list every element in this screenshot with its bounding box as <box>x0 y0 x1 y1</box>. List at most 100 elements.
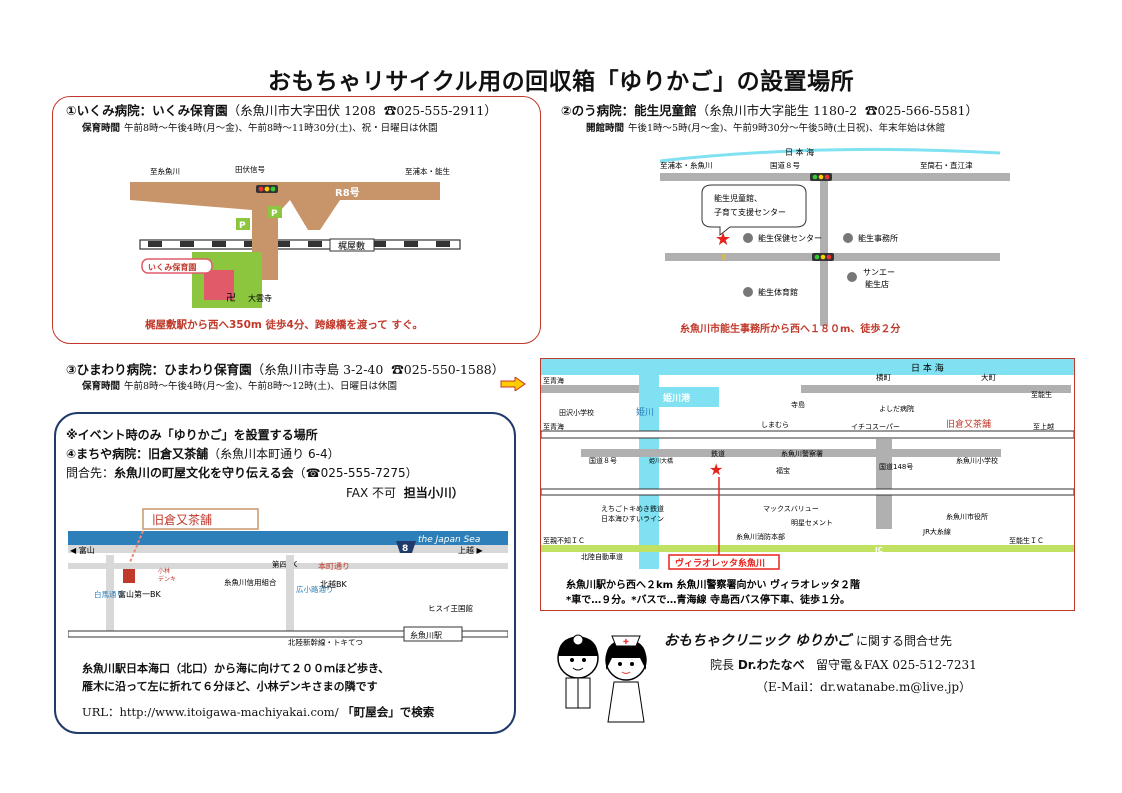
map-caption: 梶屋敷駅から西へ350m 徒歩4分、跨線橋を渡って すぐ。 <box>145 318 423 331</box>
joetsu-label: 至上越 <box>1033 422 1054 431</box>
caption-2: *車で…９分。*バスで…青海線 寺島西バス停下車、徒歩１分。 <box>566 593 850 606</box>
shop-label: 旧倉又茶舗 <box>152 512 212 527</box>
contact-phone: （☎025-555-7275） <box>293 466 418 480</box>
health-dot <box>743 233 753 243</box>
director-name: Dr.わたなべ <box>737 658 805 672</box>
caption-1: 糸魚川駅から西へ２km 糸魚川警察署向かい ヴィラオレッタ２階 <box>566 578 860 591</box>
fax-note: FAX 不可 <box>346 486 397 500</box>
temple-icon: 卍 <box>226 292 236 304</box>
label-right: 至浦本・能生 <box>405 166 450 176</box>
port-label: 姫川港 <box>663 392 691 404</box>
kobayashi-line2: デンキ <box>158 575 176 583</box>
nurse-cross-icon: ✚ <box>623 638 629 646</box>
clinic-email[interactable]: （E-Mail：dr.watanabe.m@live.jp） <box>756 680 972 694</box>
coastline <box>659 147 1001 163</box>
section1-phone: ☎025-555-2911） <box>383 103 497 118</box>
section2-heading: ②のう病院：能生児童館（糸魚川市大字能生 1180-2 ☎025-566-558… <box>561 100 978 119</box>
section1-title: ①いくみ病院：いくみ保育園 <box>66 103 228 118</box>
contact-person: 担当小川） <box>403 486 464 500</box>
coast-road <box>541 385 639 393</box>
section4-line3: FAX 不可 担当小川） <box>346 484 464 501</box>
route8-label: 国道８号 <box>589 456 617 465</box>
section2-hours-text: 午後1時～5時(月～金)、午前9時30分～午後5時(土日祝)、年末年始は休館 <box>628 123 946 134</box>
road-fork <box>290 200 340 230</box>
terajima-label: 寺島 <box>791 400 805 409</box>
sea-label: 日 本 海 <box>911 362 944 374</box>
callout-line2: 子育て支援センター <box>714 207 786 217</box>
rail-main <box>541 430 1074 439</box>
section4-frame <box>54 412 516 734</box>
credit-label: 糸魚川信用組合 <box>224 577 277 587</box>
toyama-bk-label: 富山第一BK <box>118 589 161 599</box>
bank1-label: 第四BK <box>272 559 298 569</box>
shimamura-label: しまむら <box>761 421 789 429</box>
store-dot <box>847 272 857 282</box>
port-water <box>659 387 719 407</box>
page-title: おもちゃリサイクル用の回収箱「ゆりかご」の設置場所 <box>267 69 855 95</box>
pointer <box>127 530 144 568</box>
director-label: 院長 <box>710 658 735 672</box>
route-label: 8 <box>402 544 408 554</box>
section3-title: ③ひまわり病院：ひまわり保育園 <box>66 362 252 377</box>
yokomachi-label: 横町 <box>876 372 891 382</box>
map-nou: 日 本 海 至浦本・糸魚川 国道８号 至筒石・直江津 能生児童館、 子育て支援セ… <box>659 147 1010 335</box>
section4-line1: ④まちや病院：旧倉又茶舗（糸魚川本町通り 6-4） <box>66 445 340 462</box>
omi-left: 至青海 <box>543 376 564 385</box>
section3-phone: ☎025-550-1588） <box>391 362 505 377</box>
search-hint: 「町屋会」で検索 <box>342 705 435 719</box>
star-icon: ★ <box>709 460 723 479</box>
omi2-label: 至青海 <box>543 422 564 431</box>
omachi-label: 大町 <box>981 372 996 382</box>
clinic-contact: 院長 Dr.わたなべ 留守電＆FAX 025-512-7231 <box>710 656 977 673</box>
section3-address: （糸魚川市寺島 3-2-40 <box>251 362 384 377</box>
section4-line2: 問合先：糸魚川の町屋文化を守り伝える会（☎025-555-7275） <box>66 464 418 481</box>
shirouma-label: 白馬通り <box>94 589 124 599</box>
coast-road <box>68 545 508 553</box>
event-heading-text: ※イベント時のみ「ゆりかご」を設置する場所 <box>66 428 318 442</box>
shinkansen-label: 北陸新幹線・トキてつ <box>288 637 363 647</box>
arrow-right-icon <box>500 377 526 391</box>
right-label: 至筒石・直江津 <box>920 160 973 170</box>
callout-bubble <box>701 184 807 237</box>
joetsu-label: 上越 ▶ <box>458 545 484 555</box>
bridge-label: 姫川大橋 <box>649 457 673 465</box>
map-ikumi: R8号 P P 至糸魚川 田伏信号 至浦本・能生 梶屋敷 いくみ保育園 卍 大雲… <box>130 164 461 331</box>
access-note-line2: 雁木に沿って左に折れて６分ほど、小林デンキさまの隣です <box>82 680 378 693</box>
coast-road-right <box>801 385 1071 393</box>
section1-hours: 保育時間午前8時～午後4時(月～金)、午前8時～11時30分(土)、祝・日曜日は… <box>82 120 438 134</box>
route8 <box>581 449 1001 457</box>
contact-label: 問合先： <box>66 466 115 480</box>
nursery-building <box>204 270 234 300</box>
villa-label: ヴィラオレッタ糸魚川 <box>675 557 765 569</box>
hayagawa-label: 至親不知ＩＣ <box>543 536 585 545</box>
url-text[interactable]: URL：http://www.itoigawa-machiyakai.com/ <box>82 705 339 719</box>
office-dot <box>843 233 853 243</box>
contact-org: 糸魚川の町屋文化を守り伝える会 <box>114 466 294 480</box>
access-note-line1: 糸魚川駅日本海口（北口）から海に向けて２００ｍほど歩き、 <box>82 662 390 675</box>
parking-1-label: P <box>239 221 246 231</box>
ic-right-label: 至能生ＩＣ <box>1009 536 1044 545</box>
parking-1 <box>236 218 250 230</box>
section1-heading: ①いくみ病院：いくみ保育園（糸魚川市大字田伏 1208 ☎025-555-291… <box>66 100 497 119</box>
rail-echigo <box>541 488 1074 496</box>
route-label: 国道８号 <box>770 160 800 170</box>
store-line2: 能生店 <box>865 279 889 289</box>
facility-tag <box>141 258 213 274</box>
section3-hours-text: 午前8時～午後4時(月～金)、午前8時～12時(土)、日曜日は休園 <box>124 381 398 392</box>
rail-line <box>139 239 461 250</box>
section1-hours-label: 保育時間 <box>82 123 121 134</box>
map-himawari: 日 本 海 横町 大町 姫川港 姫川 至青海 至能生 田沢小学校 寺島 よしだ病… <box>541 359 1074 606</box>
sea-label: the Japan Sea <box>418 535 480 545</box>
road-branch <box>260 200 278 280</box>
callout-line1: 能生児童館、 <box>714 193 762 203</box>
school-itoigawa-label: 糸魚川小学校 <box>956 456 998 465</box>
section2-title: ②のう病院：能生児童館 <box>561 103 697 118</box>
left-label: 至浦本・糸魚川 <box>660 160 713 170</box>
star-icon: ★ <box>715 229 731 250</box>
fire-label: 糸魚川消防本部 <box>736 532 785 541</box>
section1-hours-text: 午前8時～午後4時(月～金)、午前8時～11時30分(土)、祝・日曜日は休園 <box>124 123 438 134</box>
tenchi-label: 鉄道 <box>711 449 725 458</box>
section3-heading: ③ひまわり病院：ひまわり保育園（糸魚川市寺島 3-2-40 ☎025-550-1… <box>66 359 504 378</box>
keisatsu-label: 糸魚川警察署 <box>781 449 823 458</box>
city-office-label: 糸魚川市役所 <box>946 512 988 521</box>
